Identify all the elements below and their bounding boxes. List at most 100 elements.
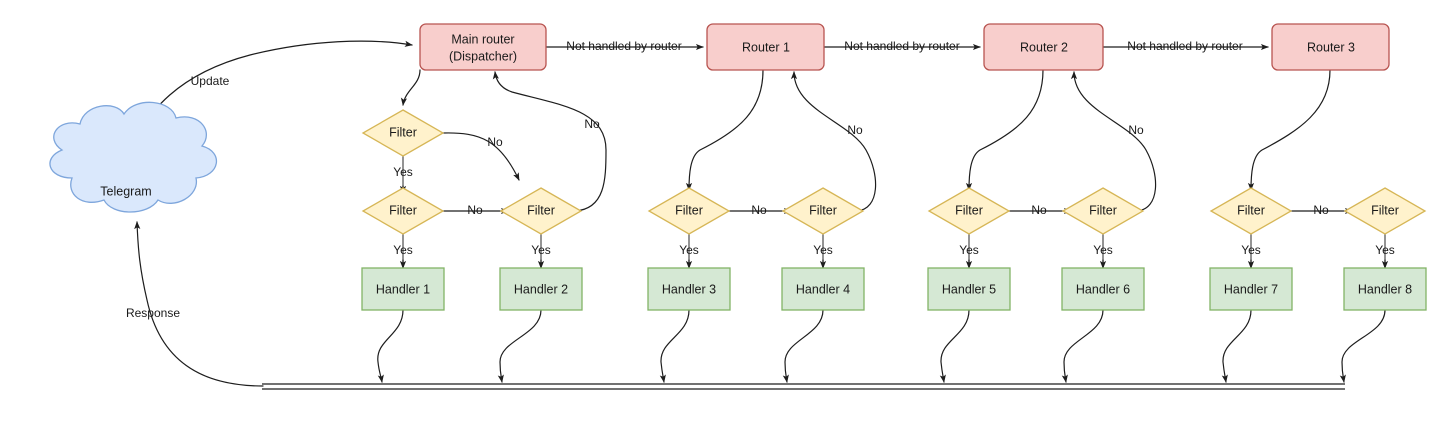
node-filter-g[interactable]: Filter (1061, 187, 1145, 235)
node-filter-f[interactable]: Filter (927, 187, 1011, 235)
filter-e-label: Filter (809, 203, 837, 217)
node-filter-e[interactable]: Filter (781, 187, 865, 235)
filter-b-label: Filter (527, 203, 555, 217)
handler-6-box (1061, 267, 1145, 311)
label-not-handled-2: Not handled by router (844, 39, 959, 53)
node-main-router[interactable]: Main router (Dispatcher) (419, 23, 547, 71)
edge-response (134, 221, 264, 387)
handler-8-label: Handler 8 (1358, 282, 1412, 296)
label-no-main-back: No (584, 117, 600, 131)
router-1-label: Router 1 (742, 40, 790, 54)
handler-2-label: Handler 2 (514, 282, 568, 296)
router-1-box (706, 23, 825, 71)
label-yes-filter-h: Yes (1241, 243, 1261, 257)
filter-c-shape (361, 187, 445, 235)
label-response: Response (126, 306, 180, 320)
node-router-1[interactable]: Router 1 (706, 23, 825, 71)
main-router-label-line1: Main router (451, 32, 514, 46)
node-filter-b[interactable]: Filter (499, 187, 583, 235)
label-no-r1-back: No (847, 123, 863, 137)
router-2-label: Router 2 (1020, 40, 1068, 54)
filter-i-shape (1343, 187, 1427, 235)
filter-f-label: Filter (955, 203, 983, 217)
label-no-r1-row: No (751, 203, 767, 217)
node-handler-7[interactable]: Handler 7 (1209, 267, 1293, 311)
label-update: Update (191, 74, 230, 88)
edge-router3-to-filter-h (1247, 69, 1331, 191)
node-filter-a[interactable]: Filter (361, 109, 445, 157)
label-yes-filter-b: Yes (531, 243, 551, 257)
node-filter-h[interactable]: Filter (1209, 187, 1293, 235)
filter-d-label: Filter (675, 203, 703, 217)
label-yes-filter-f: Yes (959, 243, 979, 257)
filter-h-shape (1209, 187, 1293, 235)
filter-b-shape (499, 187, 583, 235)
edge-handler3-to-bus (659, 309, 690, 383)
handler-1-box (361, 267, 445, 311)
filter-h-label: Filter (1237, 203, 1265, 217)
node-filter-d[interactable]: Filter (647, 187, 731, 235)
label-not-handled-1: Not handled by router (566, 39, 681, 53)
main-router-box (419, 23, 547, 71)
handler-4-label: Handler 4 (796, 282, 850, 296)
node-handler-4[interactable]: Handler 4 (781, 267, 865, 311)
filter-e-shape (781, 187, 865, 235)
edge-filter-a-no-to-filter-b (442, 132, 520, 181)
edge-label-group: Update Response Not handled by router No… (126, 39, 1395, 320)
telegram-label: Telegram (100, 184, 151, 198)
cloud-shape (49, 101, 218, 213)
edge-handler8-to-bus (1339, 309, 1386, 383)
handler-4-box (781, 267, 865, 311)
node-router-2[interactable]: Router 2 (983, 23, 1104, 71)
label-no-r2-row: No (1031, 203, 1047, 217)
handler-3-label: Handler 3 (662, 282, 716, 296)
node-handler-5[interactable]: Handler 5 (927, 267, 1011, 311)
label-yes-filter-e: Yes (813, 243, 833, 257)
filter-a-label: Filter (389, 125, 417, 139)
label-no-r3-row: No (1313, 203, 1329, 217)
label-yes-filter-c: Yes (393, 243, 413, 257)
filter-g-label: Filter (1089, 203, 1117, 217)
filter-f-shape (927, 187, 1011, 235)
router-3-label: Router 3 (1307, 40, 1355, 54)
node-filter-c[interactable]: Filter (361, 187, 445, 235)
label-no-main-row: No (467, 203, 483, 217)
edge-router1-to-filter-d (685, 69, 764, 191)
router-2-box (983, 23, 1104, 71)
filter-g-shape (1061, 187, 1145, 235)
filter-a-shape (361, 109, 445, 157)
node-handler-1[interactable]: Handler 1 (361, 267, 445, 311)
node-handler-3[interactable]: Handler 3 (647, 267, 731, 311)
edge-handler4-to-bus (782, 309, 824, 383)
edge-handler7-to-bus (1221, 309, 1252, 383)
filter-d-shape (647, 187, 731, 235)
handler-7-label: Handler 7 (1224, 282, 1278, 296)
edge-handler1-to-bus (377, 309, 404, 383)
label-yes-filter-d: Yes (679, 243, 699, 257)
node-handler-6[interactable]: Handler 6 (1061, 267, 1145, 311)
node-telegram-cloud[interactable]: Telegram (49, 101, 218, 213)
label-yes-filter-g: Yes (1093, 243, 1113, 257)
node-filter-i[interactable]: Filter (1343, 187, 1427, 235)
handler-6-label: Handler 6 (1076, 282, 1130, 296)
edge-handler5-to-bus (939, 309, 970, 383)
handler-1-label: Handler 1 (376, 282, 430, 296)
node-router-3[interactable]: Router 3 (1271, 23, 1390, 71)
node-handler-8[interactable]: Handler 8 (1343, 267, 1427, 311)
label-no-main-mid: No (487, 135, 503, 149)
handler-7-box (1209, 267, 1293, 311)
label-no-r2-back: No (1128, 123, 1144, 137)
edge-filter-e-no-to-router1 (790, 71, 877, 212)
handler-5-box (927, 267, 1011, 311)
label-yes-filter-i: Yes (1375, 243, 1395, 257)
handler-2-box (499, 267, 583, 311)
node-handler-2[interactable]: Handler 2 (499, 267, 583, 311)
filter-i-label: Filter (1371, 203, 1399, 217)
edge-mainrouter-to-filter-a (400, 69, 421, 106)
edge-router2-to-filter-f (965, 69, 1044, 191)
edge-filter-b-no-to-mainrouter (492, 71, 607, 212)
label-yes-filter-a: Yes (393, 165, 413, 179)
main-router-label-line2: (Dispatcher) (449, 49, 517, 63)
